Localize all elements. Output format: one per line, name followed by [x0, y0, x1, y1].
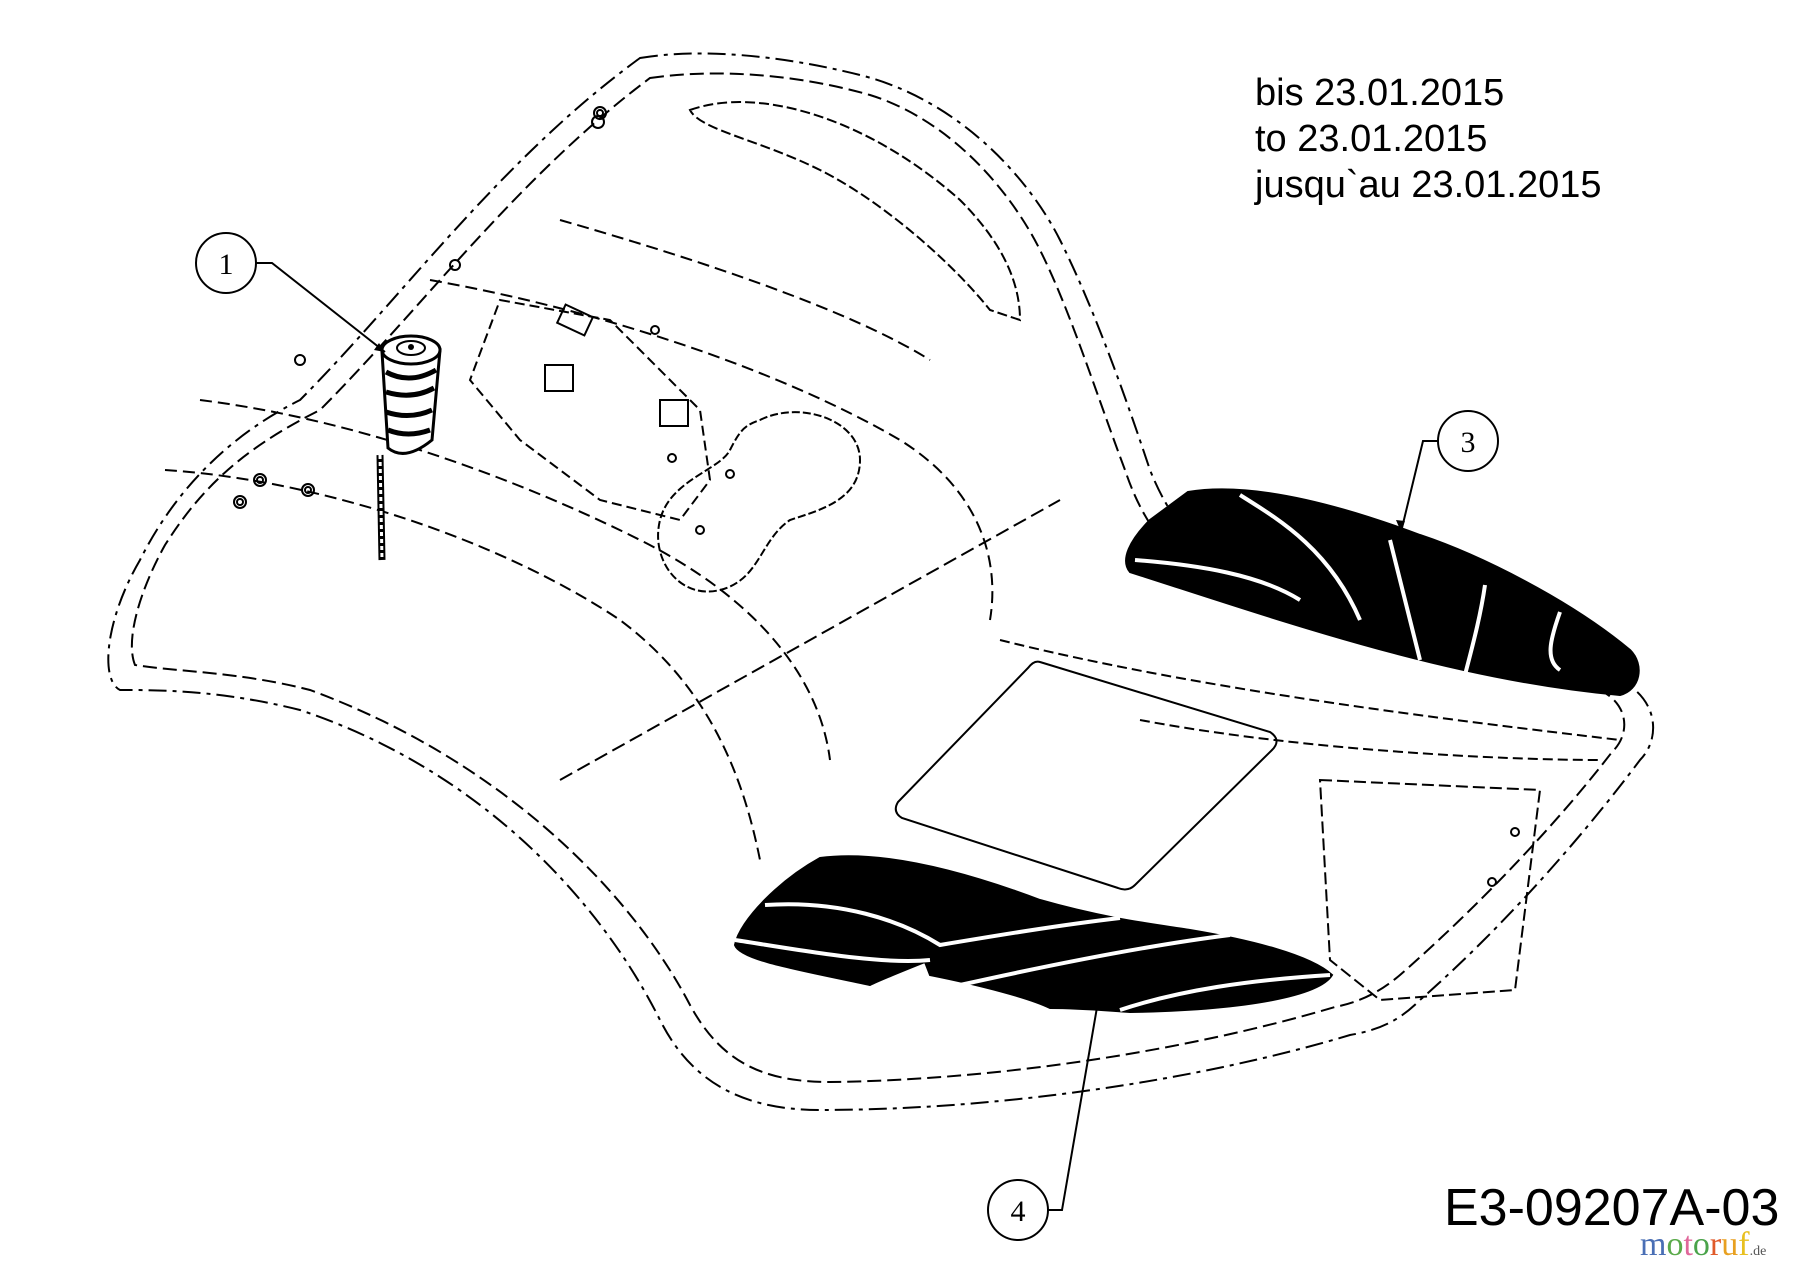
- floor-frame-right: [1318, 778, 1542, 1002]
- seat-panel-line: [199, 399, 831, 761]
- validity-note: bis 23.01.2015 to 23.01.2015 jusqu`au 23…: [1255, 70, 1602, 208]
- motoruf-watermark: motoruf.de: [1640, 1228, 1766, 1269]
- watermark-letter: o: [1692, 1226, 1710, 1263]
- callout-3: 3: [1396, 410, 1499, 533]
- seat-panel-line: [164, 469, 761, 861]
- floor-frame-rail: [1139, 719, 1601, 761]
- floor-opening: [894, 660, 1278, 891]
- seat-mount-plate: [468, 298, 712, 522]
- validity-line-en: to 23.01.2015: [1255, 118, 1488, 160]
- bolt-holes: [233, 106, 1520, 887]
- watermark-letter: u: [1721, 1226, 1739, 1263]
- body-inner-outline: [130, 72, 1626, 1084]
- validity-line-fr: jusqu`au 23.01.2015: [1255, 164, 1602, 206]
- seat-panel-line: [559, 219, 931, 361]
- validity-line-de: bis 23.01.2015: [1255, 72, 1505, 114]
- svg-text:1: 1: [219, 248, 234, 281]
- seat-panel-line: [429, 279, 994, 621]
- watermark-letter: r: [1709, 1226, 1722, 1263]
- seat-slot: [555, 303, 595, 337]
- svg-text:4: 4: [1011, 1195, 1026, 1228]
- callout-4: 4: [987, 989, 1101, 1241]
- front-panel-slot: [688, 101, 1022, 322]
- watermark-tld: .de: [1749, 1244, 1767, 1259]
- drawing-id: E3-09207A-03: [1444, 1179, 1780, 1237]
- callout-1: 1: [195, 232, 386, 353]
- watermark-letter: m: [1640, 1226, 1667, 1263]
- left-foot-mat: [733, 855, 1334, 1014]
- seat-slot: [659, 399, 689, 427]
- svg-text:3: 3: [1461, 426, 1476, 459]
- watermark-letter: f: [1738, 1226, 1750, 1263]
- shift-knob: [376, 334, 442, 561]
- centre-diagonal: [559, 499, 1061, 781]
- seat-slot: [544, 364, 574, 392]
- body-outer-outline: [107, 52, 1654, 1112]
- watermark-letter: t: [1683, 1226, 1693, 1263]
- watermark-letter: o: [1666, 1226, 1684, 1263]
- right-foot-mat: [1125, 488, 1640, 697]
- dogbone-cutout: [657, 411, 862, 593]
